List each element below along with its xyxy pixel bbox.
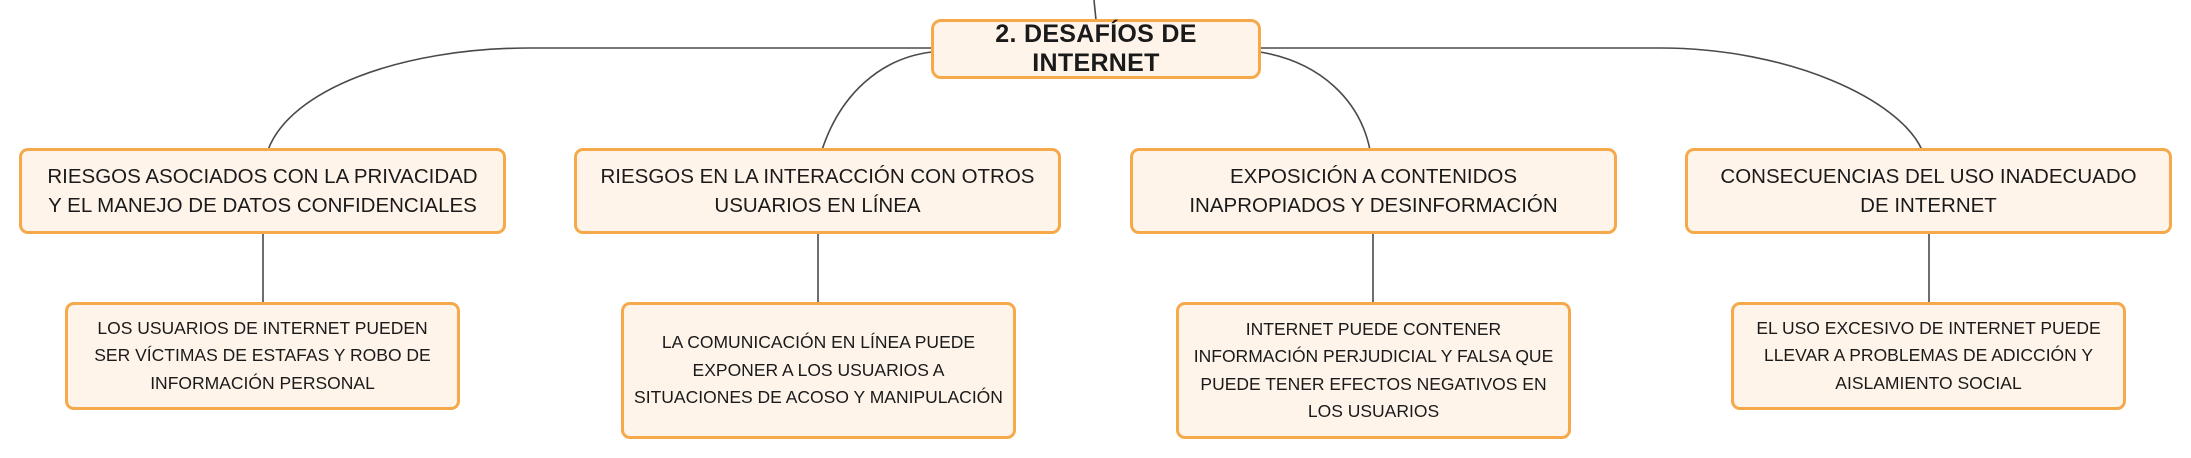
branch-3-detail-node[interactable]: INTERNET PUEDE CONTENER INFORMACIÓN PERJ… xyxy=(1176,302,1571,439)
root-to-branch-1-connector xyxy=(267,47,932,151)
branch-1-label: RIESGOS ASOCIADOS CON LA PRIVACIDAD Y EL… xyxy=(47,165,478,217)
branch-1-detail-text: LOS USUARIOS DE INTERNET PUEDEN SER VÍCT… xyxy=(94,317,431,393)
branch-3-label: EXPOSICIÓN A CONTENIDOS INAPROPIADOS Y D… xyxy=(1189,165,1558,217)
root-to-branch-2-connector xyxy=(821,51,933,151)
branch-3-detail-text: INTERNET PUEDE CONTENER INFORMACIÓN PERJ… xyxy=(1193,318,1554,422)
branch-3-node[interactable]: EXPOSICIÓN A CONTENIDOS INAPROPIADOS Y D… xyxy=(1130,148,1617,234)
root-topic-label: 2. DESAFÍOS DE INTERNET xyxy=(995,20,1197,77)
branch-1-detail-node[interactable]: LOS USUARIOS DE INTERNET PUEDEN SER VÍCT… xyxy=(65,302,460,410)
root-topic-node[interactable]: 2. DESAFÍOS DE INTERNET xyxy=(931,19,1261,79)
root-to-branch-4-connector xyxy=(1260,47,1923,151)
branch-2-label: RIESGOS EN LA INTERACCIÓN CON OTROS USUA… xyxy=(600,165,1035,217)
parent-connector xyxy=(1093,0,1097,21)
branch-4-node[interactable]: CONSECUENCIAS DEL USO INADECUADO DE INTE… xyxy=(1685,148,2172,234)
branch-1-node[interactable]: RIESGOS ASOCIADOS CON LA PRIVACIDAD Y EL… xyxy=(19,148,506,234)
branch-4-label: CONSECUENCIAS DEL USO INADECUADO DE INTE… xyxy=(1720,165,2137,217)
branch-2-detail-text: LA COMUNICACIÓN EN LÍNEA PUEDE EXPONER A… xyxy=(634,332,1003,408)
branch-4-detail-text: EL USO EXCESIVO DE INTERNET PUEDE LLEVAR… xyxy=(1756,317,2101,393)
branch-2-detail-node[interactable]: LA COMUNICACIÓN EN LÍNEA PUEDE EXPONER A… xyxy=(621,302,1016,439)
branch-4-detail-node[interactable]: EL USO EXCESIVO DE INTERNET PUEDE LLEVAR… xyxy=(1731,302,2126,410)
root-to-branch-3-connector xyxy=(1259,51,1371,151)
branch-2-node[interactable]: RIESGOS EN LA INTERACCIÓN CON OTROS USUA… xyxy=(574,148,1061,234)
